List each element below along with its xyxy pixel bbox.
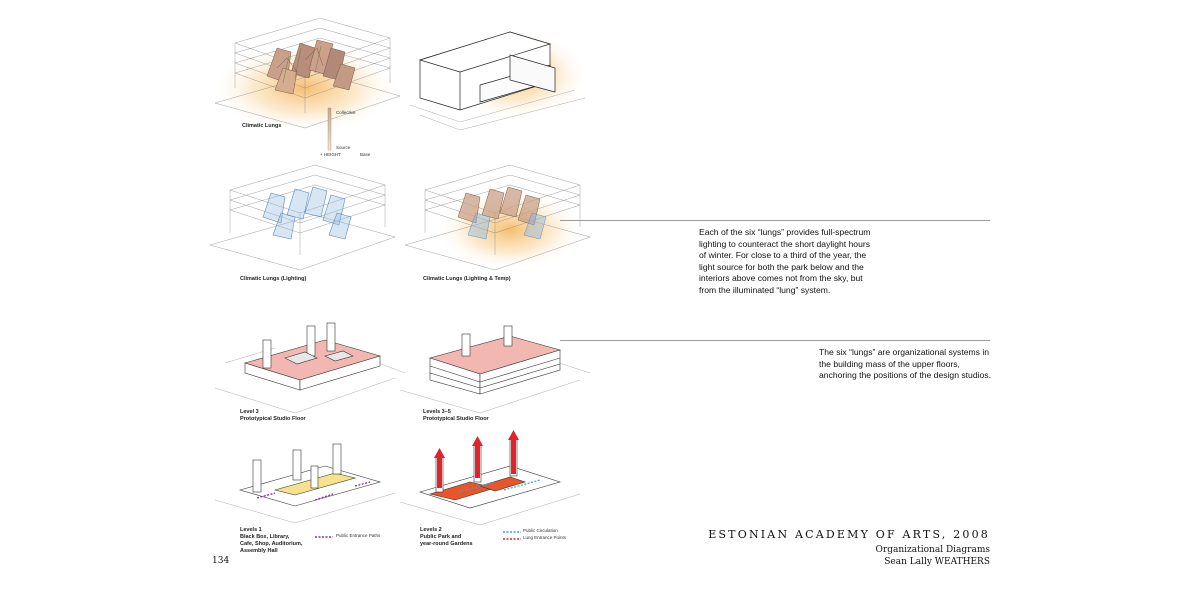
public-entrance-legend-label: Public Entrance Paths xyxy=(336,533,381,538)
level-2-diagram xyxy=(399,430,581,526)
divider-line xyxy=(560,340,990,341)
level-1-caption: Levels 1 Black Box, Library, Cafe, Shop,… xyxy=(240,527,303,554)
level-2-caption: Levels 2 Public Park and year-round Gard… xyxy=(420,527,473,547)
public-circulation-legend-swatch xyxy=(503,531,521,533)
level-3-caption: Level 3 Prototypical Studio Floor xyxy=(240,409,306,422)
page-number: 134 xyxy=(212,556,230,566)
building-mass-diagram xyxy=(409,30,590,131)
lighting-temp-diagram xyxy=(404,164,591,271)
lighting-paragraph: Each of the six “lungs” provides full-sp… xyxy=(699,227,871,295)
lung-entrance-legend-label: Lung Entrance Points xyxy=(523,535,567,540)
lighting-temp-caption: Climatic Lungs (Lighting & Temp) xyxy=(423,276,511,282)
lighting-diagram xyxy=(209,164,396,271)
level-3-5-caption: Levels 3–5 Prototypical Studio Floor xyxy=(423,409,489,422)
level-3-diagram xyxy=(214,322,406,414)
climatic-lungs-caption: Climatic Lungs xyxy=(242,123,282,129)
level-1-diagram xyxy=(214,443,396,524)
lighting-caption: Climatic Lungs (Lighting) xyxy=(240,276,307,282)
lung-entrance-legend-swatch xyxy=(503,538,521,540)
level-3-5-diagram xyxy=(399,325,591,414)
public-circulation-legend-label: Public Circulation xyxy=(523,528,558,533)
climatic-lungs-diagram xyxy=(210,17,401,133)
author-line: Sean Lally WEATHERS xyxy=(884,557,990,567)
scale-top-label: Collective xyxy=(336,110,356,115)
public-entrance-legend-swatch xyxy=(315,536,333,538)
divider-line xyxy=(560,220,990,221)
scale-right-label: Base xyxy=(360,152,371,157)
scale-bottom-label: Source xyxy=(336,145,351,150)
header-block: ESTONIAN ACADEMY OF ARTS, 2008 Organizat… xyxy=(690,528,990,568)
scale-left-label: + HEIGHT xyxy=(320,152,341,157)
organization-paragraph: The six “lungs” are organizational syste… xyxy=(819,347,991,381)
lung-scale-bar xyxy=(327,107,332,151)
page-subtitle: Organizational Diagrams xyxy=(875,545,990,555)
page-title: ESTONIAN ACADEMY OF ARTS, 2008 xyxy=(708,528,990,541)
